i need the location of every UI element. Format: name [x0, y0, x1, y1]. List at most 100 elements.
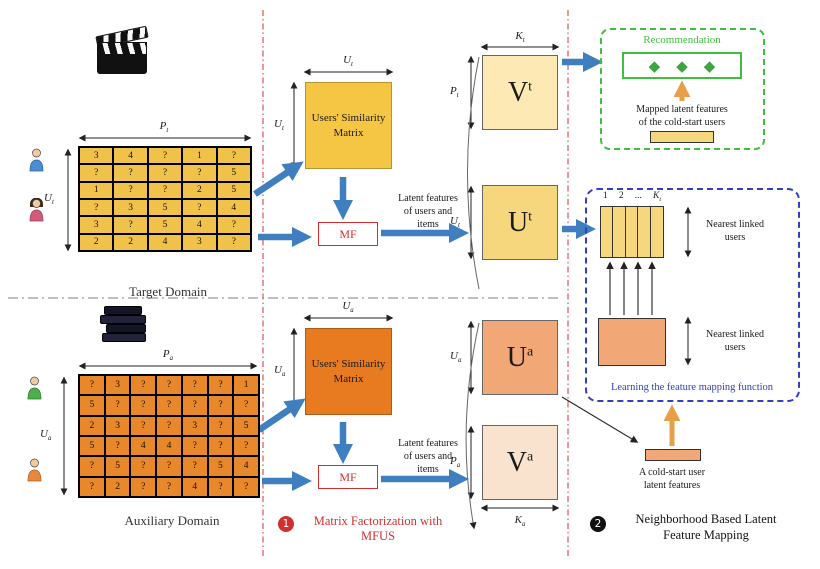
- va-cols-dim-label: Ka: [514, 514, 526, 529]
- matrix-cell: 5: [233, 415, 259, 436]
- matrix-cell: ?: [104, 395, 131, 416]
- ua-matrix: Ua: [482, 320, 558, 395]
- matrix-cell: 3: [104, 375, 131, 396]
- matrix-cell: ?: [130, 395, 157, 416]
- user-icon: [27, 458, 42, 482]
- matrix-cell: ?: [130, 456, 157, 477]
- matrix-cell: ?: [79, 375, 105, 396]
- matrix-cell: ?: [233, 476, 259, 497]
- matrix-cell: 4: [130, 436, 157, 457]
- target-similarity-matrix: Users' Similarity Matrix: [305, 82, 392, 169]
- feature-mapping-box: [585, 188, 800, 402]
- sim-top-rows-dim-label: Ut: [274, 118, 284, 133]
- latent-features-caption-top: Latent features of users and items: [398, 193, 458, 230]
- matrix-cell: 5: [207, 456, 234, 477]
- recommended-items-box: ◆ ◆ ◆: [622, 52, 742, 79]
- learning-function-caption: Learning the feature mapping function: [610, 382, 774, 393]
- matrix-cell: ?: [147, 164, 183, 182]
- diamond-item-icon: ◆: [676, 56, 688, 75]
- mapped-features-caption: Mapped latent features of the cold-start…: [636, 104, 728, 128]
- coldstart-caption: A cold-start user latent features: [638, 467, 706, 491]
- aux-similarity-matrix: Users' Similarity Matrix: [305, 328, 392, 415]
- matrix-cell: ?: [79, 199, 114, 217]
- matrix-cell: 1: [182, 147, 217, 165]
- sim-bottom-cols-dim-label: Ua: [342, 300, 354, 315]
- matrix-cell: 5: [216, 164, 251, 182]
- ut-matrix: Ut: [482, 185, 558, 260]
- matrix-cell: ?: [233, 395, 259, 416]
- matrix-cell: 3: [79, 147, 114, 165]
- matrix-cell: 5: [216, 181, 251, 199]
- matrix-cell: ?: [182, 164, 217, 182]
- user-feature-column: [638, 207, 651, 257]
- mapped-features-bar: [650, 131, 714, 143]
- book: [104, 306, 142, 315]
- matrix-cell: ?: [181, 456, 208, 477]
- matrix-cell: 3: [181, 415, 208, 436]
- matrix-cell: 2: [104, 476, 131, 497]
- clapperboard-icon: [95, 25, 151, 76]
- matrix-cell: ?: [207, 415, 234, 436]
- flow-arrows: [253, 51, 604, 492]
- matrix-cell: 4: [181, 476, 208, 497]
- orange-arrows: [663, 80, 691, 446]
- aux-cols-dim-label: Pa: [162, 348, 174, 363]
- clapperboard-base: [97, 54, 147, 74]
- auxiliary-domain-label: Auxiliary Domain: [124, 513, 220, 528]
- va-matrix: Va: [482, 425, 558, 500]
- matrix-cell: ?: [79, 476, 105, 497]
- matrix-cell: ?: [156, 395, 182, 416]
- similarity-matrix-label: Users' Similarity: [311, 111, 386, 124]
- matrix-cell: ?: [130, 476, 157, 497]
- nearest-users-columns: [600, 206, 664, 258]
- user-icon: [29, 148, 44, 172]
- divider-lines: [8, 10, 569, 556]
- target-domain-label: Target Domain: [129, 284, 207, 299]
- nearest-users-caption-top: Nearest linked users: [705, 219, 765, 243]
- matrix-cell: 3: [104, 415, 131, 436]
- books-icon: [96, 306, 150, 348]
- mf-box-aux: MF: [318, 465, 378, 489]
- step2-badge: 2: [590, 516, 606, 532]
- matrix-cell: ?: [207, 375, 234, 396]
- similarity-matrix-label: Users' Similarity: [311, 357, 386, 370]
- matrix-cell: 5: [79, 436, 105, 457]
- book: [106, 324, 146, 333]
- matrix-cell: ?: [216, 147, 251, 165]
- matrix-cell: ?: [147, 147, 183, 165]
- sim-bottom-rows-dim-label: Ua: [274, 364, 286, 379]
- matrix-cell: 4: [147, 233, 183, 251]
- matrix-cell: ?: [207, 476, 234, 497]
- matrix-cell: 4: [113, 147, 148, 165]
- matrix-cell: 4: [156, 436, 182, 457]
- matrix-cell: ?: [147, 181, 183, 199]
- matrix-cell: 3: [79, 216, 114, 234]
- matrix-cell: 4: [233, 456, 259, 477]
- diamond-item-icon: ◆: [648, 56, 661, 75]
- recommendation-box: [600, 28, 765, 150]
- matrix-cell: ?: [216, 233, 251, 251]
- target-cols-dim-label: Pt: [159, 120, 169, 135]
- user-icon: [27, 376, 42, 400]
- matrix-cell: 4: [182, 216, 217, 234]
- matrix-cell: ?: [113, 164, 148, 182]
- matrix-cell: ?: [207, 436, 234, 457]
- user-feature-column: [601, 207, 614, 257]
- matrix-cell: 5: [104, 456, 131, 477]
- matrix-cell: 4: [216, 199, 251, 217]
- matrix-cell: ?: [181, 395, 208, 416]
- va-rows-dim-label: Pa: [450, 455, 461, 470]
- matrix-cell: 5: [147, 216, 183, 234]
- vt-matrix: Vt: [482, 55, 558, 130]
- aux-rows-dim-label: Ua: [40, 428, 52, 443]
- matrix-cell: 2: [79, 233, 114, 251]
- matrix-cell: 2: [79, 415, 105, 436]
- mfus-section-title: Matrix Factorization with MFUS: [313, 514, 443, 543]
- book: [100, 315, 146, 324]
- matrix-cell: ?: [79, 456, 105, 477]
- matrix-cell: 5: [79, 395, 105, 416]
- matrix-cell: ?: [113, 216, 148, 234]
- matrix-cell: ?: [79, 164, 114, 182]
